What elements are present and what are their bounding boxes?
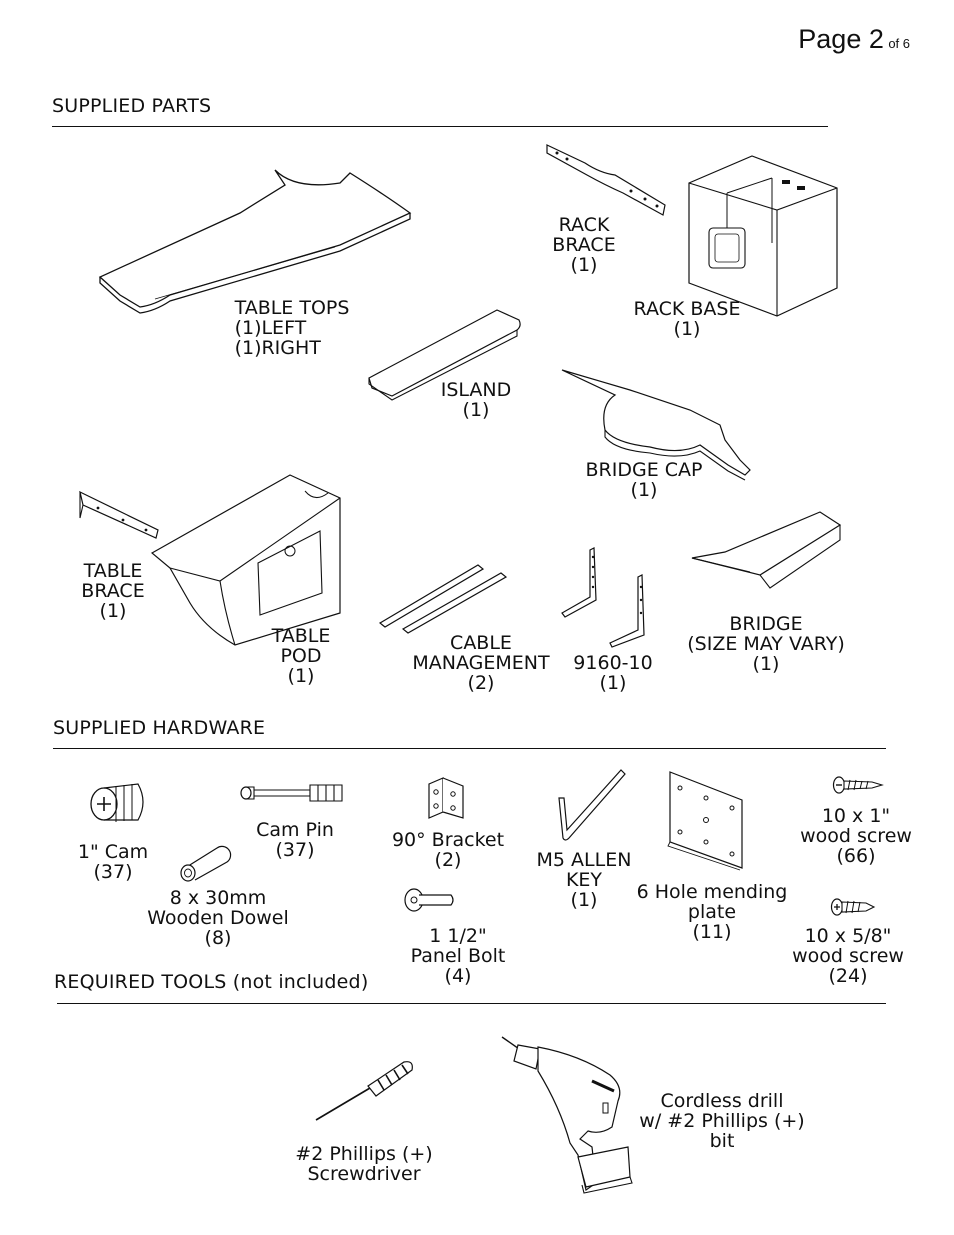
cam-illustration [88, 778, 150, 826]
label-wood-screw-58: 10 x 5/8"wood screw(24) [792, 925, 904, 987]
allen-key-illustration [553, 768, 629, 844]
label-cam-pin: Cam Pin(37) [256, 819, 334, 861]
hardware-divider [53, 748, 886, 749]
rack-base-illustration [687, 148, 842, 318]
bridge-cap-illustration [560, 365, 755, 480]
table-brace-illustration [78, 490, 160, 545]
cordless-drill-illustration [500, 1035, 635, 1195]
dowel-illustration [177, 842, 233, 882]
supplied-hardware-heading: SUPPLIED HARDWARE [53, 717, 266, 739]
tools-divider [57, 1003, 886, 1004]
wood-screw-1-illustration [832, 774, 884, 796]
label-screwdriver: #2 Phillips (+)Screwdriver [295, 1143, 433, 1185]
cam-pin-illustration [240, 782, 345, 804]
label-rack-base: RACK BASE(1) [633, 298, 741, 340]
page-label: Page 2 [798, 24, 884, 54]
label-panel-bolt: 1 1/2"Panel Bolt(4) [410, 925, 506, 987]
label-wood-screw-1: 10 x 1"wood screw(66) [800, 805, 912, 867]
screwdriver-illustration [312, 1058, 416, 1124]
table-pod-illustration [150, 473, 345, 648]
supplied-parts-heading: SUPPLIED PARTS [52, 95, 212, 117]
page-suffix: of 6 [888, 36, 910, 51]
bridge-illustration [690, 510, 845, 590]
label-table-tops: TABLE TOPS (1)LEFT (1)RIGHT [234, 297, 350, 359]
panel-bolt-illustration [403, 886, 455, 914]
table-top-illustration [95, 165, 415, 320]
mending-plate-illustration [666, 770, 746, 870]
label-bridge: BRIDGE(SIZE MAY VARY)(1) [687, 613, 845, 675]
bracket-illustration [425, 776, 467, 820]
required-tools-heading: REQUIRED TOOLS (not included) [54, 971, 369, 993]
part-9160-illustration [560, 545, 650, 650]
label-bracket: 90° Bracket(2) [391, 829, 505, 871]
label-part-9160: 9160-10(1) [573, 652, 653, 694]
wood-screw-58-illustration [830, 896, 876, 918]
rack-brace-illustration [545, 143, 670, 218]
label-island: ISLAND(1) [440, 379, 512, 421]
label-cam: 1" Cam(37) [77, 841, 149, 883]
cable-management-illustration [378, 563, 508, 633]
label-bridge-cap: BRIDGE CAP(1) [585, 459, 703, 501]
island-illustration [367, 308, 522, 398]
page-number: Page 2 of 6 [798, 24, 910, 55]
parts-divider [52, 126, 828, 127]
